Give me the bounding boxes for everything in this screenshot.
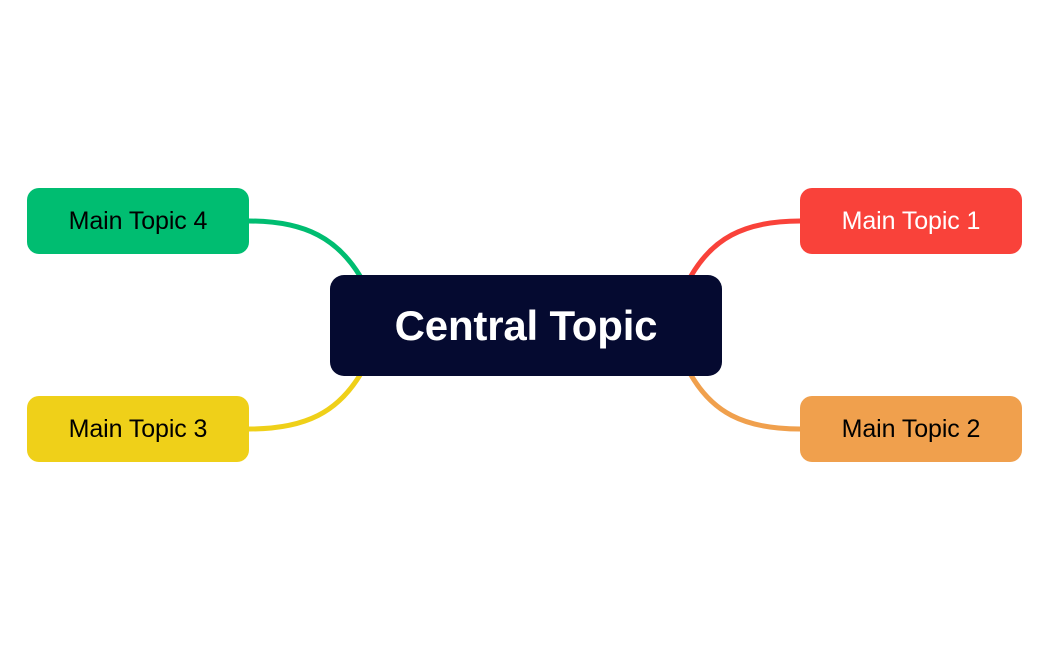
main-topic-4-label: Main Topic 4: [68, 206, 208, 235]
connector-topic-3: [246, 372, 363, 432]
main-topic-2-label: Main Topic 2: [841, 414, 981, 443]
main-topic-1-label: Main Topic 1: [841, 206, 981, 235]
connector-topic-2: [688, 372, 803, 432]
main-topic-1-node[interactable]: Main Topic 1: [800, 188, 1022, 254]
main-topic-3-node[interactable]: Main Topic 3: [27, 396, 249, 462]
central-topic-label: Central Topic: [394, 301, 658, 349]
central-topic-node[interactable]: Central Topic: [330, 275, 722, 376]
main-topic-3-label: Main Topic 3: [68, 414, 208, 443]
main-topic-2-node[interactable]: Main Topic 2: [800, 396, 1022, 462]
connector-topic-1: [688, 218, 803, 279]
main-topic-4-node[interactable]: Main Topic 4: [27, 188, 249, 254]
connector-topic-4: [246, 218, 363, 279]
